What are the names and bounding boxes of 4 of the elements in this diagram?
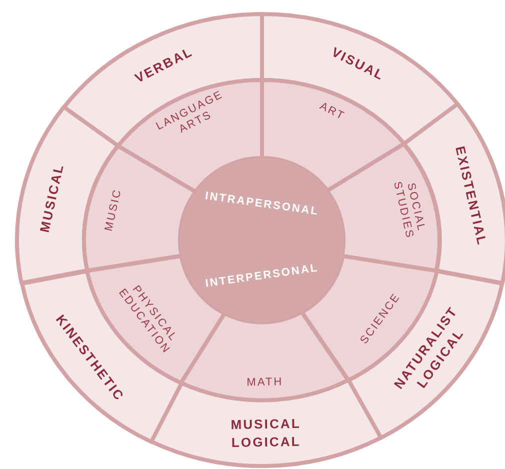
subject-label: MATH bbox=[246, 376, 284, 390]
intelligence-label: MUSICAL LOGICAL bbox=[229, 414, 302, 452]
subject-label: ART bbox=[317, 100, 347, 124]
subject-label: MUSIC bbox=[103, 188, 126, 233]
